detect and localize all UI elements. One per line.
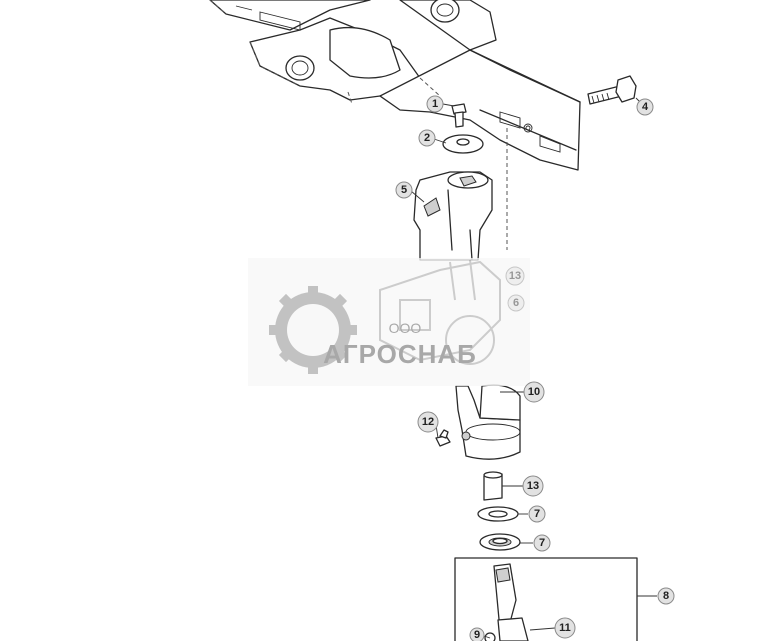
bushing-part-13 — [483, 471, 503, 501]
callout-7-upper: 7 — [528, 505, 546, 523]
callout-6-faded: 6 — [507, 294, 525, 312]
svg-text:6: 6 — [513, 297, 519, 309]
callout-12: 12 — [417, 411, 439, 433]
harvester-icon — [379, 259, 501, 365]
callout-1: 1 — [426, 95, 444, 113]
svg-text:1: 1 — [432, 98, 438, 110]
watermark-logo: ООО АГРОСНАБ — [248, 258, 530, 386]
svg-text:13: 13 — [527, 480, 539, 492]
washer-part-7a — [477, 506, 519, 522]
callout-2: 2 — [418, 129, 436, 147]
callout-13: 13 — [522, 475, 544, 497]
callout-4: 4 — [636, 98, 654, 116]
svg-text:11: 11 — [559, 622, 571, 634]
bolt-part-1 — [451, 103, 467, 128]
svg-text:8: 8 — [663, 590, 669, 602]
gear-icon — [269, 286, 357, 374]
callout-9: 9 — [469, 627, 485, 641]
svg-text:4: 4 — [642, 101, 649, 113]
callout-8: 8 — [657, 587, 675, 605]
svg-text:9: 9 — [474, 629, 480, 641]
svg-text:10: 10 — [528, 386, 540, 398]
callout-11: 11 — [554, 617, 576, 639]
washer-part-2 — [442, 134, 484, 154]
knuckle-part-10 — [455, 384, 521, 460]
washer-part-7b — [479, 533, 521, 551]
svg-text:7: 7 — [539, 537, 545, 549]
axle-housing — [209, 0, 581, 171]
svg-text:5: 5 — [401, 184, 407, 196]
svg-text:7: 7 — [534, 508, 540, 520]
callout-7-lower: 7 — [533, 534, 551, 552]
svg-text:13: 13 — [509, 270, 521, 282]
svg-text:12: 12 — [422, 416, 434, 428]
watermark-company-name: АГРОСНАБ — [323, 339, 477, 369]
callout-5: 5 — [395, 181, 413, 199]
assembly-box-part-8 — [454, 557, 638, 641]
grease-fitting-part-12 — [435, 429, 451, 447]
svg-text:2: 2 — [424, 132, 430, 144]
watermark-prefix: ООО — [389, 320, 422, 336]
callout-10: 10 — [523, 381, 545, 403]
spindle-arm-part-5 — [413, 171, 493, 261]
bolt-part-4 — [587, 75, 637, 105]
callout-13-faded: 13 — [505, 266, 525, 286]
